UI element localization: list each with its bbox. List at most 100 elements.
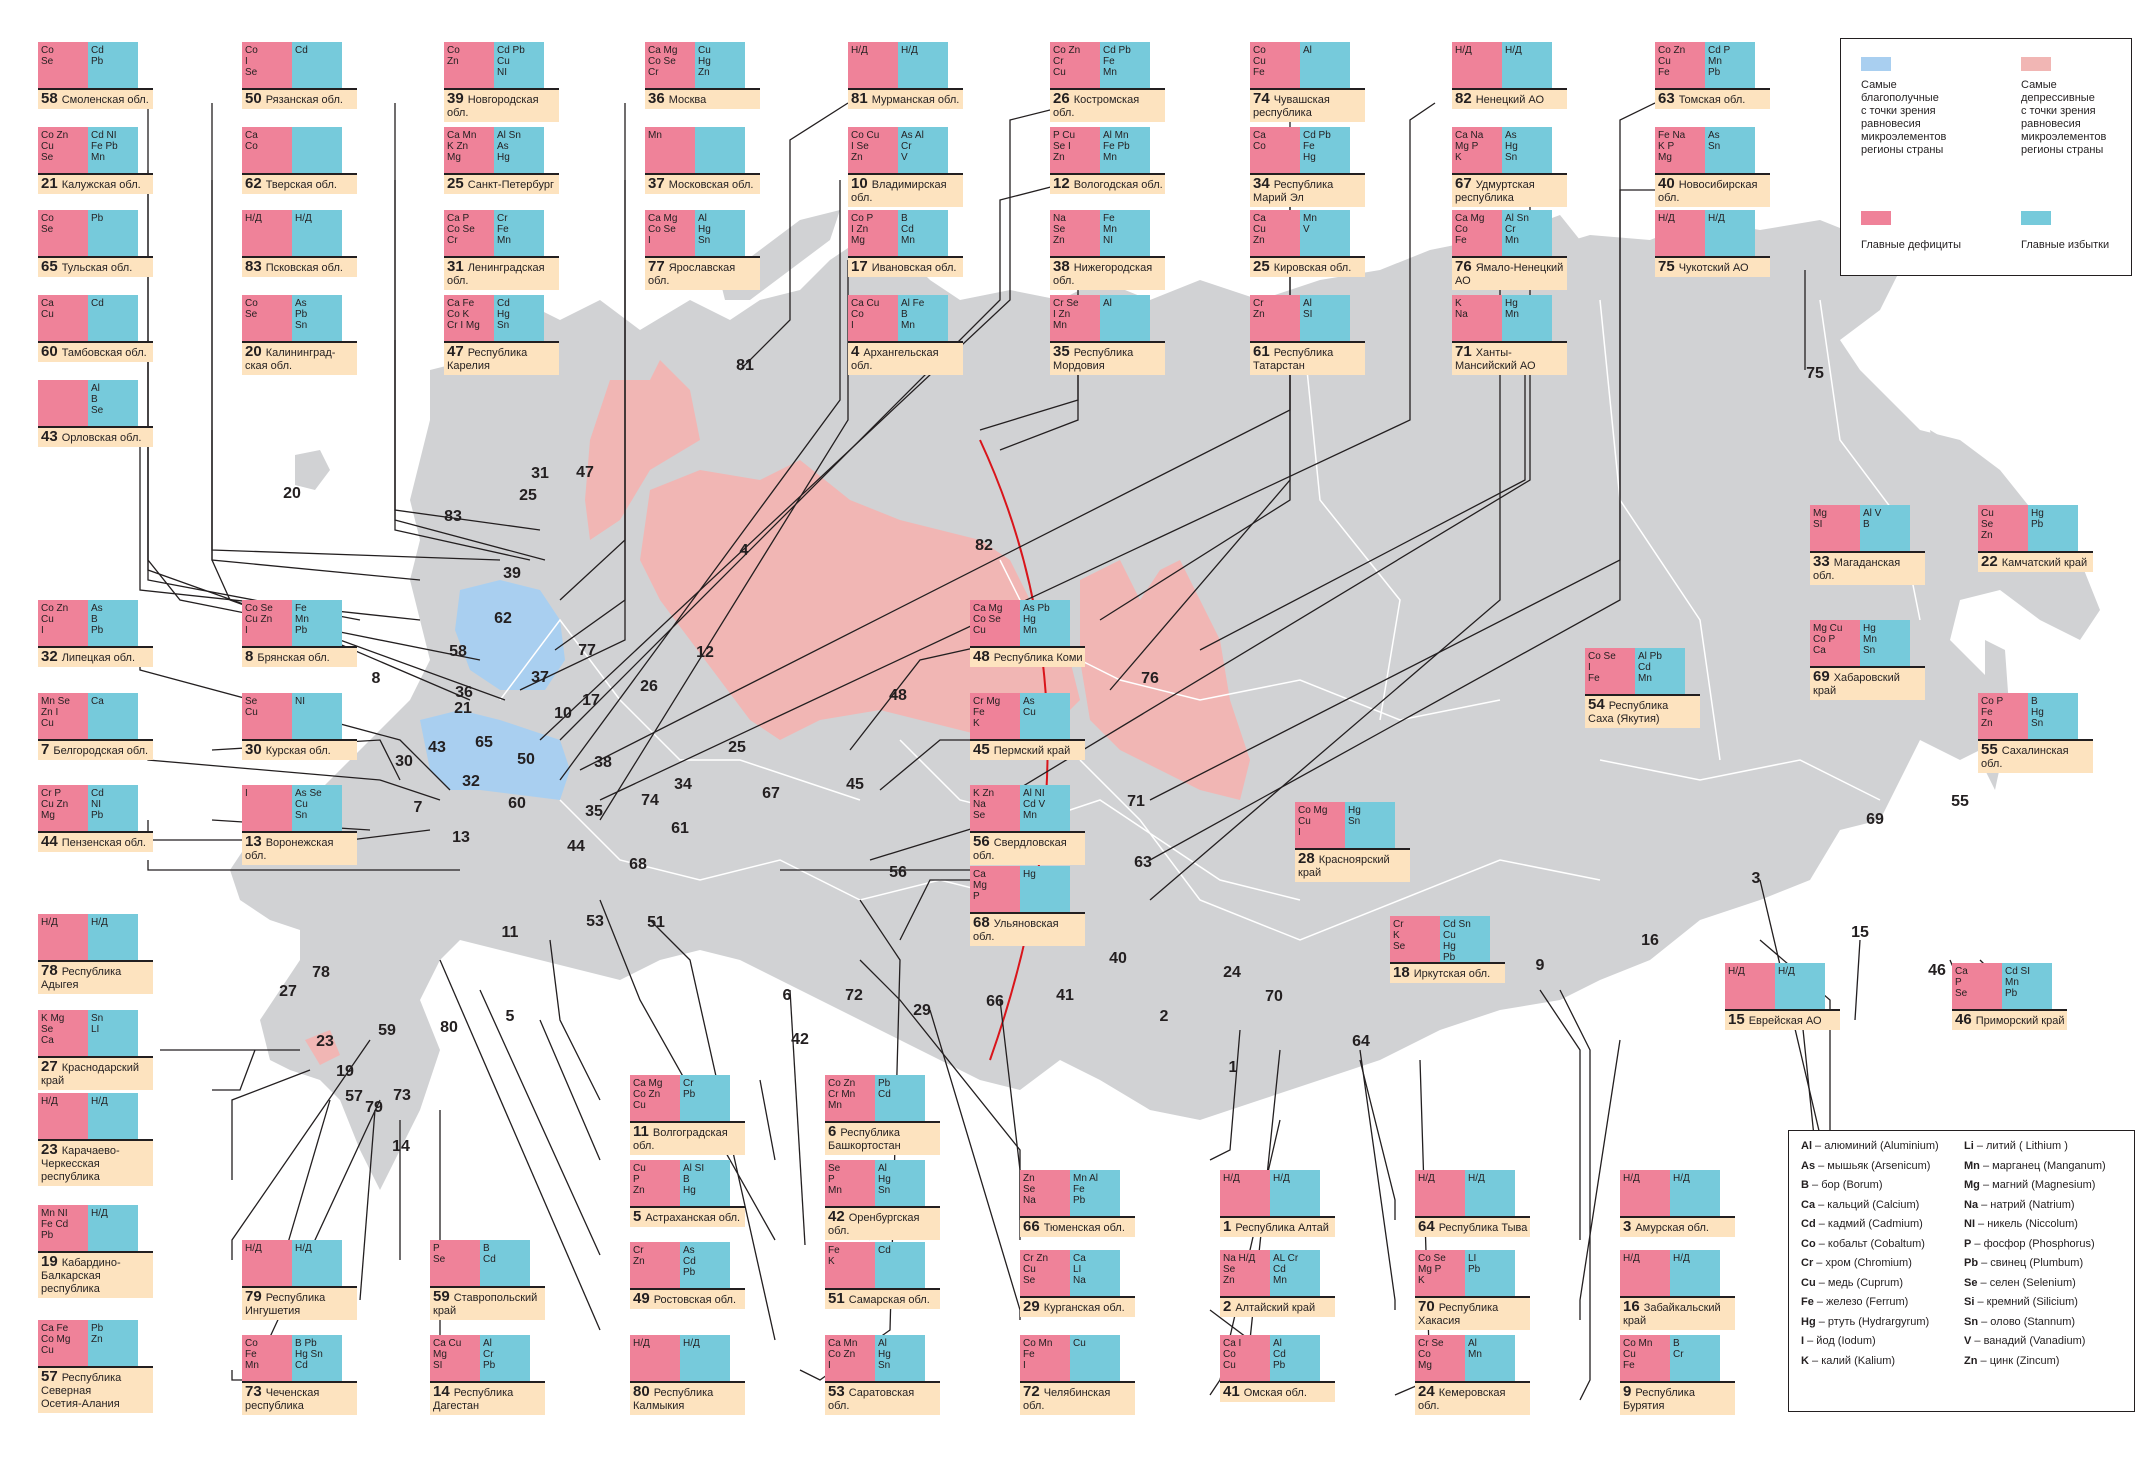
map-region-number: 5 (506, 1008, 515, 1025)
element-symbol: Mg (1964, 1179, 1980, 1191)
region-number: 50 (245, 90, 262, 107)
excess-cell: Al B Se (88, 380, 138, 426)
region-number: 68 (973, 914, 990, 931)
element-entry: Na – натрий (Natrium) (1964, 1198, 2075, 1211)
region-number: 28 (1298, 850, 1315, 867)
region-name: Липецкая обл. (61, 652, 136, 664)
map-region-number: 47 (576, 464, 594, 481)
deficit-cell: Co P Fe Zn (1978, 693, 2028, 739)
region-number: 3 (1623, 1218, 1632, 1235)
region-number: 24 (1418, 1383, 1435, 1400)
excess-cell: As Pb Sn (292, 295, 342, 341)
deficit-cell: Н/Д (630, 1335, 680, 1381)
region-name: Республика Татарстан (1253, 347, 1334, 372)
excess-cell: Pb Cd (875, 1075, 925, 1121)
deficit-cell: Ca Mg Co Se Cu (970, 600, 1020, 646)
region-number: 77 (648, 258, 665, 275)
element-symbol: Cu (1801, 1276, 1816, 1289)
region-number: 51 (828, 1290, 845, 1307)
region-name: Чукотский АО (1678, 262, 1749, 274)
deficit-cell: Н/Д (1655, 210, 1705, 256)
element-symbol: Se (1964, 1276, 1978, 1289)
element-symbol: B (1801, 1179, 1809, 1191)
deficit-cell: Co P I Zn Mg (848, 210, 898, 256)
map-region-number: 58 (449, 643, 467, 660)
region-number: 41 (1223, 1383, 1240, 1400)
element-symbol: I (1801, 1335, 1805, 1347)
region-number: 76 (1455, 258, 1472, 275)
element-description: натрий (Natrium) (1990, 1198, 2075, 1211)
deficit-cell: Co Se (38, 42, 88, 88)
element-entry: K – калий (Kalium) (1801, 1354, 1896, 1367)
region-number: 64 (1418, 1218, 1435, 1235)
excess-cell: Sn LI (88, 1010, 138, 1056)
map-region-number: 25 (728, 739, 746, 756)
excess-cell: Н/Д (88, 914, 138, 960)
excess-cell: Al Sn Cr Mn (1502, 210, 1552, 256)
element-symbol: Li (1964, 1140, 1974, 1152)
element-description: йод (Iodum) (1816, 1335, 1876, 1347)
map-region-number: 42 (791, 1031, 809, 1048)
deficit-cell: Ca Cu Co I (848, 295, 898, 341)
region-number: 63 (1658, 90, 1675, 107)
excess-cell: As Se Cu Sn (292, 785, 342, 831)
region-number: 6 (828, 1123, 837, 1140)
depressive-regions (305, 360, 1250, 1065)
deficit-cell: Н/Д (38, 1093, 88, 1139)
map-region-number: 51 (647, 914, 665, 931)
map-region-number: 81 (736, 357, 754, 374)
deficit-cell: P Se (430, 1240, 480, 1286)
excess-cell: As Cd Pb (680, 1242, 730, 1288)
excess-cell: Al Cd Pb (1270, 1335, 1320, 1381)
region-name: Новосибирская обл. (1658, 179, 1758, 204)
map-region-number: 53 (586, 913, 604, 930)
map-region-number: 2 (1160, 1008, 1169, 1025)
element-symbol: Mn (1964, 1159, 1980, 1172)
element-symbol: Zn (1964, 1354, 1978, 1367)
element-entry: Si – кремний (Silicium) (1964, 1296, 2078, 1308)
excess-cell: B Cd (480, 1240, 530, 1286)
deficit-cell: Mg Cu Co P Ca (1810, 620, 1860, 666)
deficit-cell: Zn Se Na (1020, 1170, 1070, 1216)
element-symbol: Si (1964, 1296, 1975, 1308)
element-entry: Cu – медь (Cuprum) (1801, 1276, 1903, 1289)
region-name: Республика Карелия (447, 347, 528, 372)
region-number: 43 (41, 428, 58, 445)
region-number: 11 (633, 1123, 649, 1140)
map-region-number: 12 (696, 644, 714, 661)
region-name: Курская обл. (265, 745, 331, 757)
map-region-number: 83 (444, 508, 462, 525)
